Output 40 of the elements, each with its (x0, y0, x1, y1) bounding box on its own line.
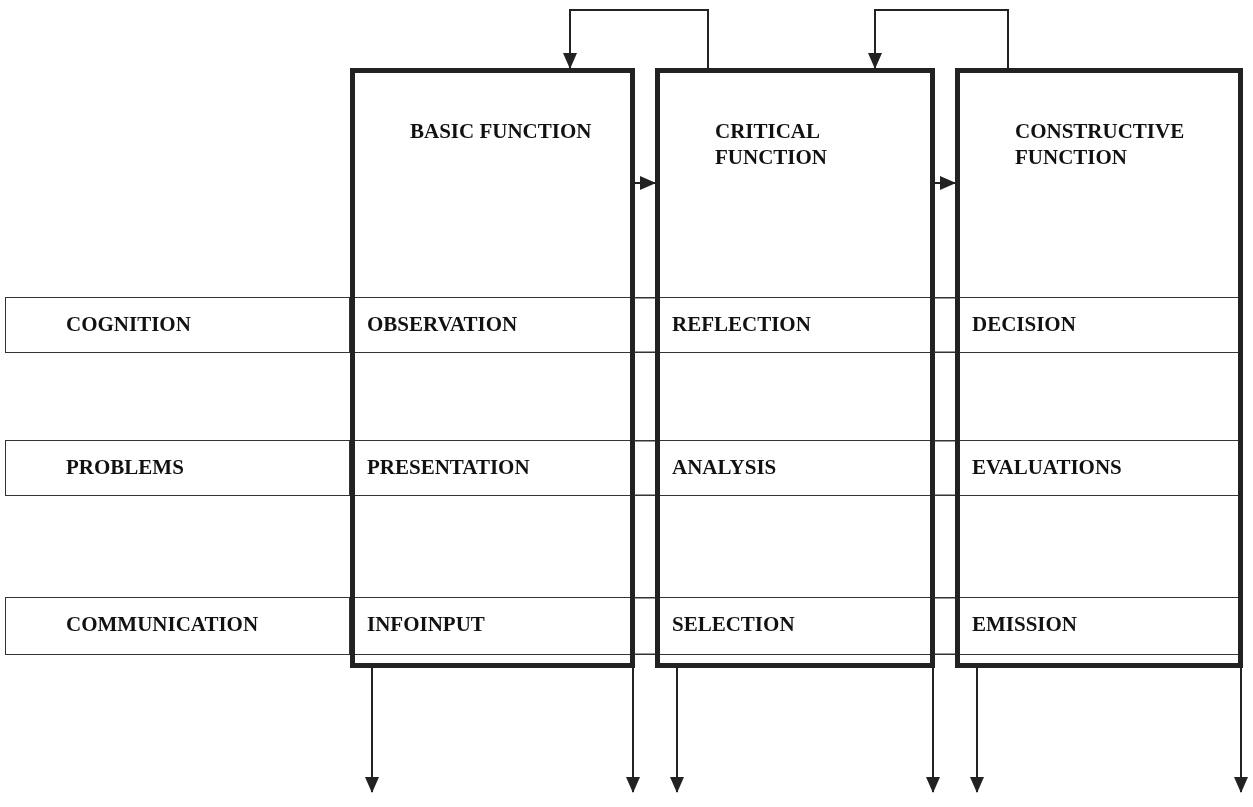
arrow (970, 667, 984, 793)
cell-text: DECISION (972, 311, 1076, 337)
function-column (350, 68, 635, 668)
arrow (868, 9, 1009, 69)
arrow (634, 176, 656, 190)
table-cell (355, 440, 630, 496)
row-band (5, 597, 350, 655)
table-cell (660, 297, 930, 353)
cell-text: ANALYSIS (672, 454, 777, 480)
cell-text: EVALUATIONS (972, 454, 1122, 480)
table-cell (355, 597, 630, 655)
table-cell (960, 440, 1238, 496)
row-band (5, 297, 350, 353)
arrow (365, 667, 379, 793)
cell-text: EMISSION (972, 611, 1078, 637)
arrow (934, 176, 956, 190)
arrow (626, 667, 640, 793)
table-cell (960, 297, 1238, 353)
function-column (655, 68, 935, 668)
cell-text: OBSERVATION (367, 311, 518, 337)
function-column (955, 68, 1243, 668)
row-label: PROBLEMS (66, 454, 184, 480)
column-heading: CONSTRUCTIVE FUNCTION (1015, 118, 1186, 170)
arrow (1234, 667, 1248, 793)
arrow (926, 667, 940, 793)
cell-text: PRESENTATION (367, 454, 530, 480)
table-cell (960, 597, 1238, 655)
table-cell (660, 440, 930, 496)
row-label: COMMUNICATION (66, 611, 259, 637)
cell-text: INFOINPUT (367, 611, 485, 637)
row-band (5, 440, 350, 496)
arrow (563, 9, 709, 69)
cell-text: SELECTION (672, 611, 795, 637)
row-label: COGNITION (66, 311, 191, 337)
arrow (670, 667, 684, 793)
column-heading: BASIC FUNCTION (410, 118, 593, 144)
table-cell (355, 297, 630, 353)
cell-text: REFLECTION (672, 311, 811, 337)
column-heading: CRITICAL FUNCTION (715, 118, 828, 170)
table-cell (660, 597, 930, 655)
